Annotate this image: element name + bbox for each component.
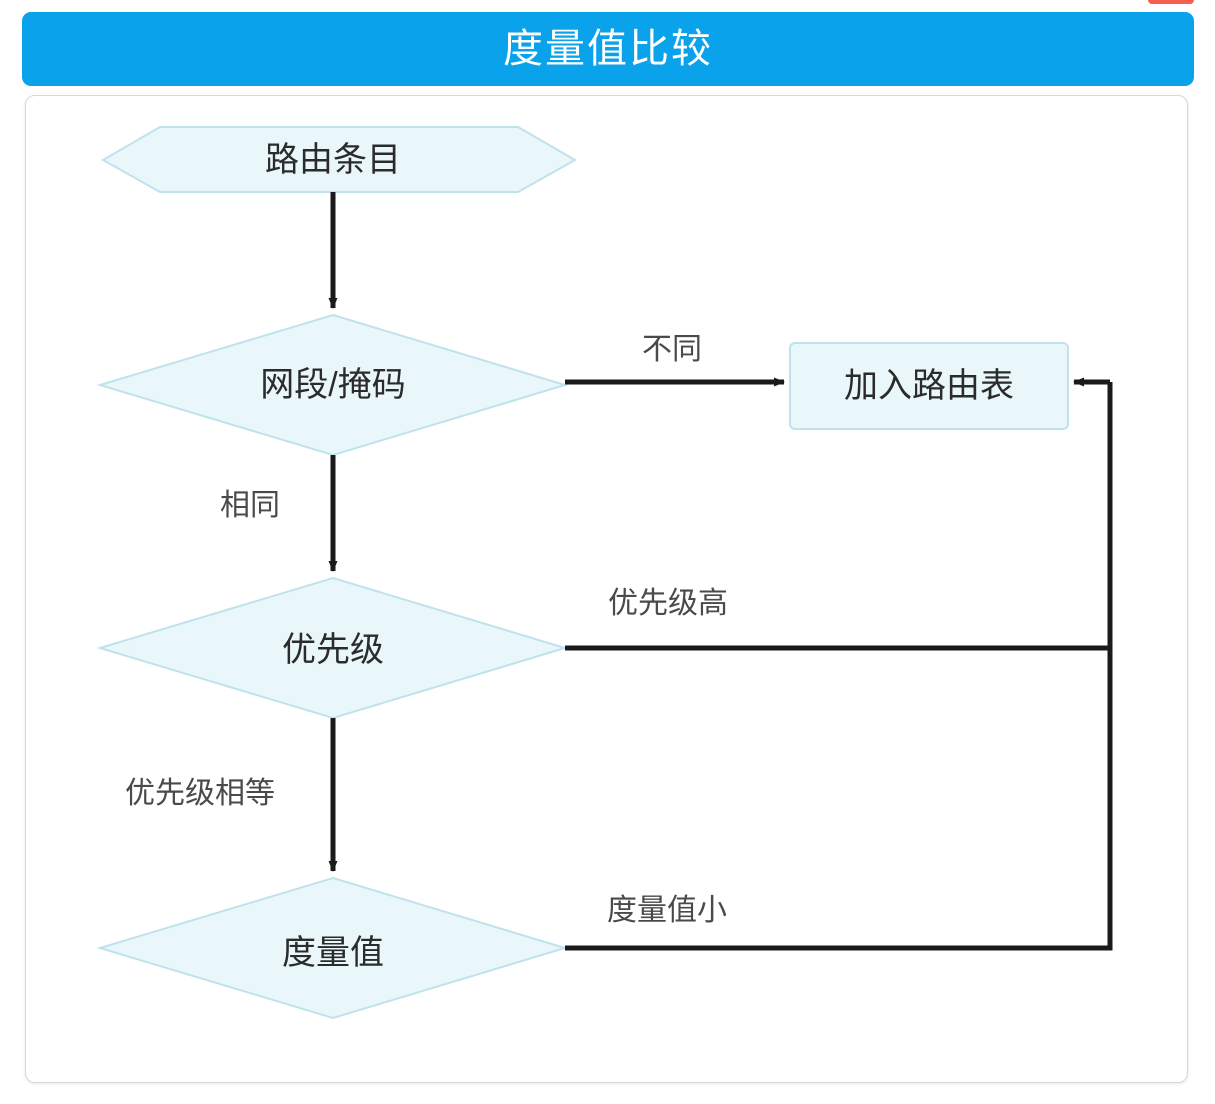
- edge-label-mask-different: 不同: [642, 333, 702, 366]
- node-metric-label: 度量值: [282, 934, 384, 972]
- page-title: 度量值比较: [503, 27, 713, 71]
- node-add-to-table[interactable]: [790, 343, 1068, 429]
- node-priority-label: 优先级: [282, 631, 384, 669]
- node-priority[interactable]: [100, 578, 565, 718]
- node-add-to-table-label: 加入路由表: [844, 367, 1014, 405]
- edge-label-priority-equal: 优先级相等: [125, 777, 275, 810]
- top-red-marker: [1148, 0, 1194, 4]
- node-network-mask[interactable]: [100, 315, 565, 455]
- node-network-mask-label: 网段/掩码: [260, 366, 406, 404]
- node-route-entry[interactable]: [103, 127, 575, 192]
- edge-label-metric-smaller: 度量值小: [607, 894, 727, 927]
- edge-label-priority-higher: 优先级高: [608, 587, 728, 620]
- edge-label-mask-same: 相同: [220, 489, 280, 522]
- page-title-bar: 度量值比较: [22, 12, 1194, 86]
- node-route-entry-label: 路由条目: [265, 141, 401, 179]
- node-metric[interactable]: [100, 878, 565, 1018]
